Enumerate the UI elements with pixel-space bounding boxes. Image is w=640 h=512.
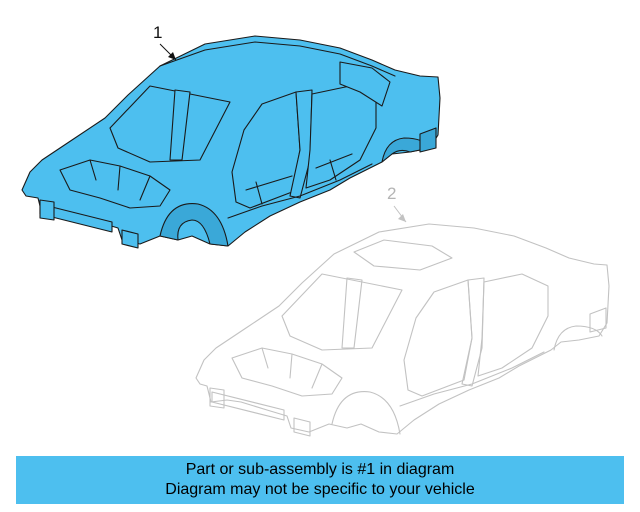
ghost-body-silhouette (195, 223, 610, 435)
ghost-engine-bay-structure (231, 347, 343, 397)
frame-rail-right (121, 229, 139, 249)
ghost-sunroof (353, 239, 453, 271)
front-wheel-arch (159, 203, 229, 247)
ghost-tail-light-opening (589, 307, 607, 333)
windshield-opening (109, 85, 231, 163)
rear-window-opening (339, 61, 391, 107)
rocker-panel (227, 163, 373, 219)
ghost-frame-rail-left (209, 387, 225, 409)
ghost-frame-rail-right (293, 417, 311, 437)
b-pillar (289, 89, 313, 199)
ghost-rocker-panel (399, 351, 545, 407)
floor-detail-lines (245, 153, 353, 205)
tail-light-opening (419, 127, 437, 153)
ghost-a-pillar (341, 277, 363, 349)
parts-diagram (21, 35, 610, 437)
callout-label-2: 2 (387, 184, 397, 203)
body-shell-silhouette (21, 35, 441, 247)
ghost-windshield-opening (281, 273, 403, 351)
ghost-rear-wheel-arch (553, 325, 603, 351)
ghost-rear-door-opening (477, 273, 549, 377)
frame-rail-left (39, 199, 55, 221)
body-shell-part-1[interactable] (21, 35, 441, 249)
info-banner-line-2: Diagram may not be specific to your vehi… (165, 481, 475, 498)
rear-door-opening (305, 85, 377, 189)
a-pillar (169, 89, 191, 161)
ghost-front-wheel-arch (331, 391, 401, 435)
body-shell-part-2[interactable] (195, 223, 610, 437)
ghost-b-pillar (461, 277, 485, 387)
info-banner-line-1: Part or sub-assembly is #1 in diagram (185, 461, 455, 478)
info-banner: Part or sub-assembly is #1 in diagram Di… (16, 456, 624, 504)
callout-label-1: 1 (153, 23, 163, 42)
callout-2-arrowhead (398, 214, 406, 222)
engine-bay-structure (59, 159, 171, 209)
callout-1-arrowhead (168, 52, 176, 60)
ghost-front-bumper-beam (211, 391, 285, 421)
ghost-front-door-opening (403, 279, 473, 397)
roof-edge-line (159, 41, 396, 77)
